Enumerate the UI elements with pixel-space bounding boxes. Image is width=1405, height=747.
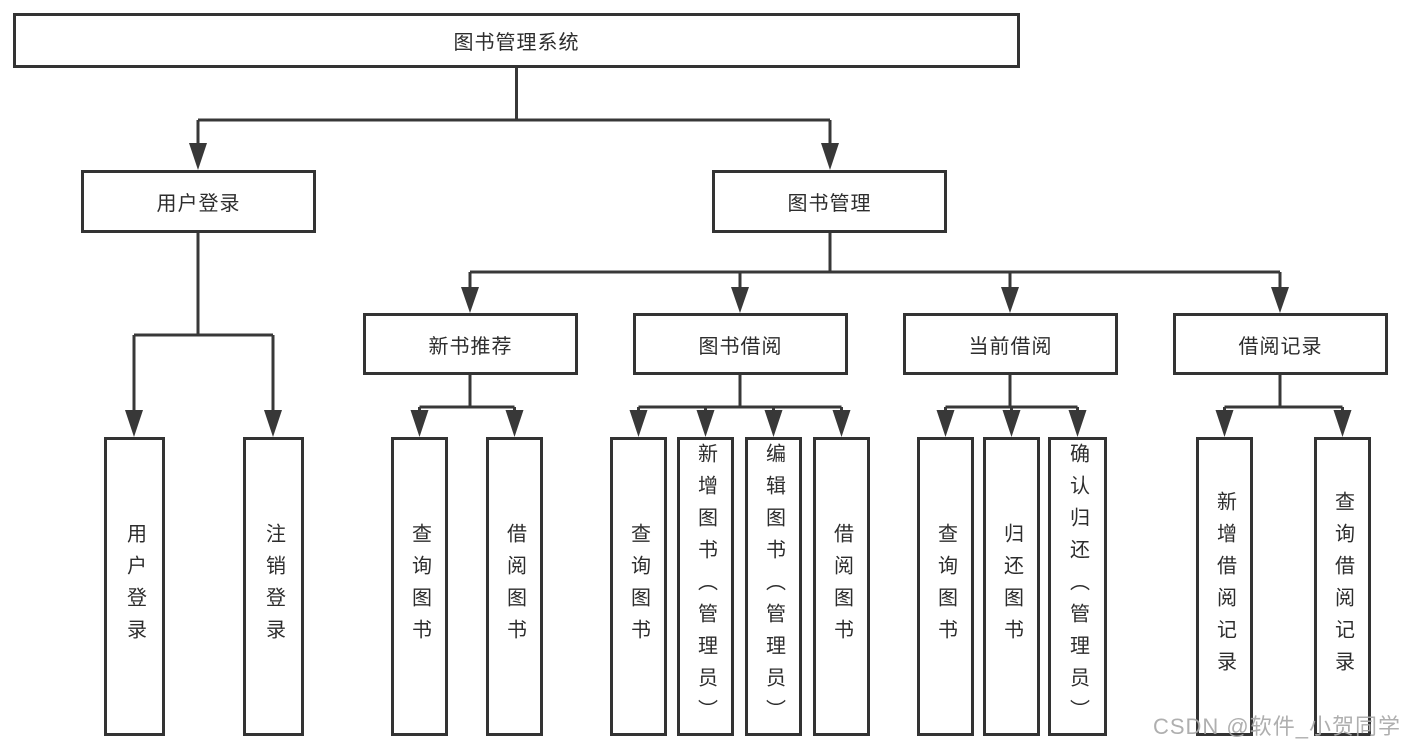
csdn-watermark: CSDN @软件_小贺同学 bbox=[1152, 714, 1401, 739]
node-label: 图书借阅 bbox=[698, 335, 783, 358]
leaf-return-book: 归还图书 bbox=[983, 437, 1040, 736]
node-label: 图书管理系统 bbox=[453, 32, 580, 54]
leaf-edit-book-admin: 编辑图书（管理员） bbox=[745, 437, 802, 736]
leaf-label: 借阅图书 bbox=[503, 522, 526, 651]
node-label: 当前借阅 bbox=[968, 335, 1053, 358]
leaf-query-borrow-record: 查询借阅记录 bbox=[1314, 437, 1371, 736]
leaf-confirm-return-admin: 确认归还（管理员） bbox=[1048, 437, 1107, 736]
leaf-label: 查询图书 bbox=[934, 522, 957, 651]
leaf-borrow-book: 借阅图书 bbox=[813, 437, 870, 736]
node-label: 图书管理 bbox=[787, 193, 872, 215]
leaf-label: 新增图书（管理员） bbox=[694, 442, 717, 731]
node-new-book-recommend: 新书推荐 bbox=[363, 313, 578, 375]
leaf-logout: 注销登录 bbox=[243, 437, 304, 736]
leaf-add-borrow-record: 新增借阅记录 bbox=[1196, 437, 1253, 736]
leaf-label: 归还图书 bbox=[1000, 522, 1023, 651]
leaf-label: 注销登录 bbox=[262, 522, 285, 651]
leaf-query-book-recommend: 查询图书 bbox=[391, 437, 448, 736]
leaf-label: 用户登录 bbox=[123, 522, 146, 651]
node-user-login: 用户登录 bbox=[81, 170, 316, 233]
leaf-label: 确认归还（管理员） bbox=[1066, 442, 1089, 731]
node-book-management: 图书管理 bbox=[712, 170, 947, 233]
node-label: 用户登录 bbox=[156, 193, 241, 215]
leaf-label: 查询图书 bbox=[408, 522, 431, 651]
node-root-library-system: 图书管理系统 bbox=[13, 13, 1020, 68]
node-label: 借阅记录 bbox=[1238, 335, 1323, 358]
leaf-label: 借阅图书 bbox=[830, 522, 853, 651]
node-borrow-record: 借阅记录 bbox=[1173, 313, 1388, 375]
leaf-borrow-book-recommend: 借阅图书 bbox=[486, 437, 543, 736]
leaf-query-book-current: 查询图书 bbox=[917, 437, 974, 736]
node-book-borrow: 图书借阅 bbox=[633, 313, 848, 375]
leaf-label: 查询图书 bbox=[627, 522, 650, 651]
leaf-user-login: 用户登录 bbox=[104, 437, 165, 736]
arrowheads bbox=[125, 143, 1352, 437]
leaf-label: 查询借阅记录 bbox=[1331, 490, 1354, 683]
node-current-borrow: 当前借阅 bbox=[903, 313, 1118, 375]
leaf-label: 编辑图书（管理员） bbox=[762, 442, 785, 731]
leaf-add-book-admin: 新增图书（管理员） bbox=[677, 437, 734, 736]
leaf-query-book-borrow: 查询图书 bbox=[610, 437, 667, 736]
leaf-label: 新增借阅记录 bbox=[1213, 490, 1236, 683]
node-label: 新书推荐 bbox=[428, 335, 513, 358]
